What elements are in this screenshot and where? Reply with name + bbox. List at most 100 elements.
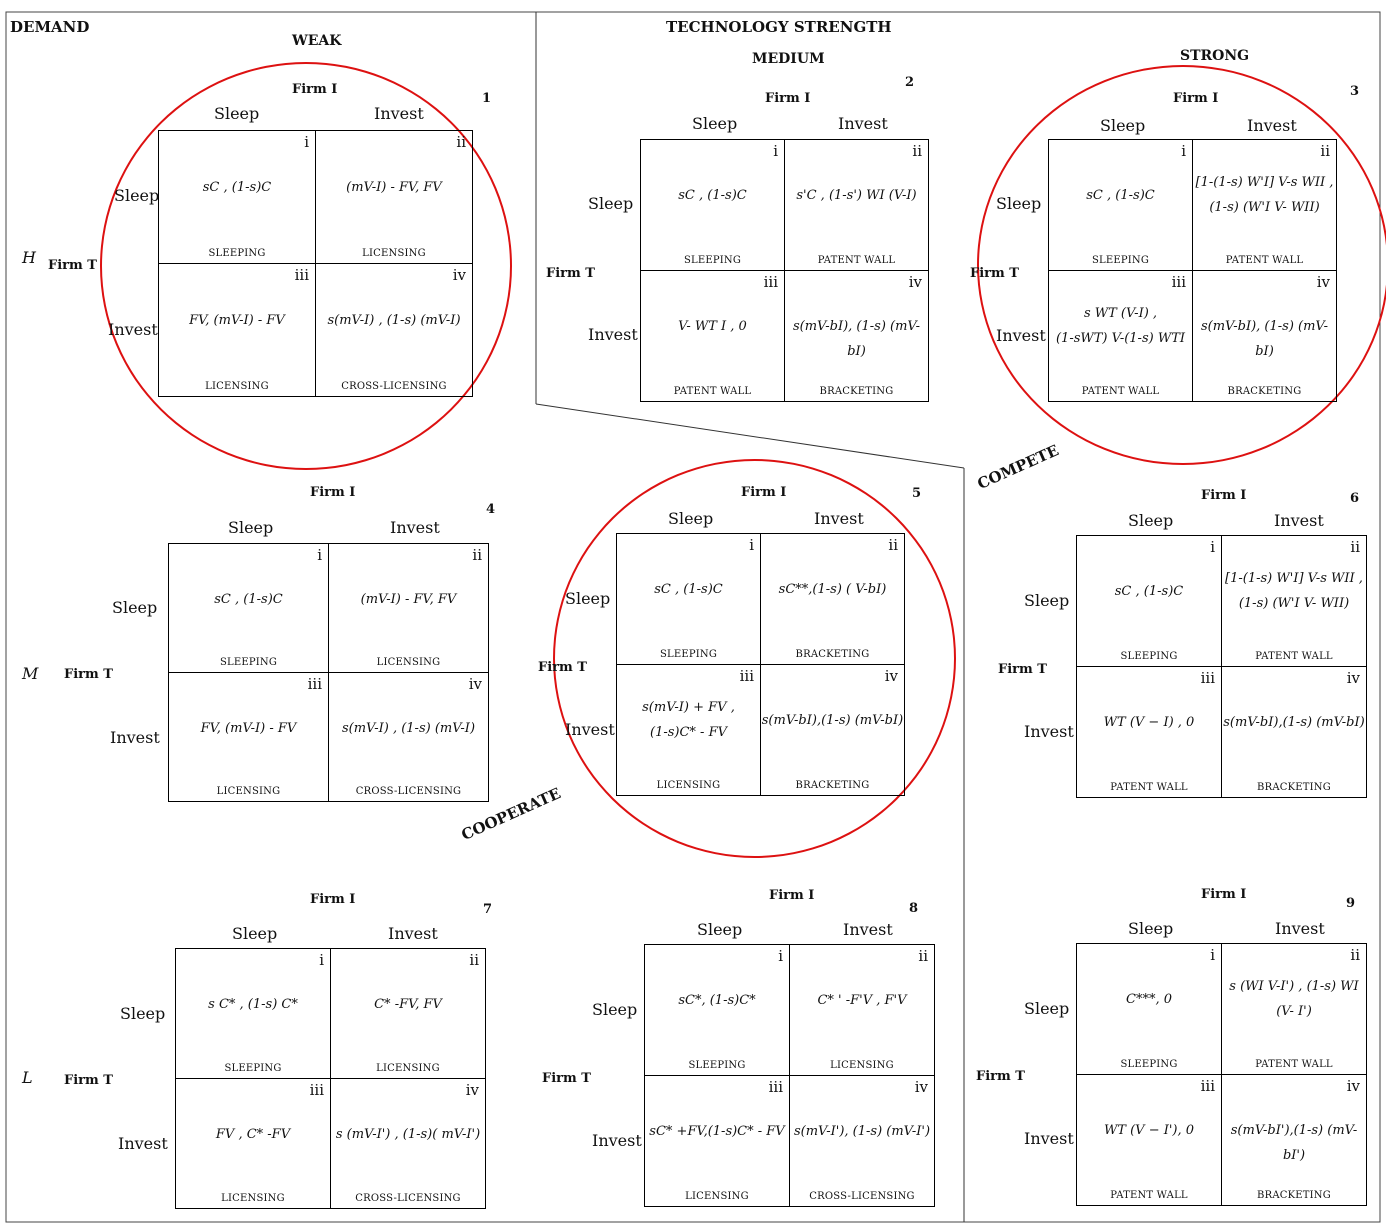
- cell-payoff: (mV-I) - FV, FV: [316, 176, 472, 201]
- cell-roman-numeral: iv: [1346, 669, 1360, 687]
- panel-number: 2: [905, 75, 915, 90]
- cell-roman-numeral: i: [304, 133, 309, 151]
- firm-i-label: Firm I: [310, 892, 356, 907]
- cell-roman-numeral: ii: [1320, 142, 1330, 160]
- cell-outcome: LICENSING: [685, 1191, 749, 1202]
- cell-payoff: WT (V − I) , 0: [1077, 711, 1221, 736]
- cell-roman-numeral: ii: [912, 142, 922, 160]
- cell-payoff: V- WT I , 0: [641, 315, 784, 340]
- row-sleep-label: Sleep: [120, 1004, 166, 1023]
- cell-outcome: LICENSING: [216, 786, 281, 797]
- cell-roman-numeral: iii: [768, 1078, 783, 1096]
- cell-outcome: CROSS-LICENSING: [355, 1193, 461, 1204]
- payoff-line: C***, 0: [1126, 992, 1172, 1008]
- cell-roman-numeral: ii: [888, 536, 898, 554]
- cell-payoff: [1-(1-s) W'I] V-s WII ,(1-s) (W'I V- WII…: [1193, 171, 1336, 220]
- highlight-circle-panel-3: [977, 65, 1386, 465]
- firm-t-label: Firm T: [970, 266, 1019, 281]
- payoff-line: s(mV-bI), (1-s) (mV-bI): [1200, 319, 1329, 359]
- firm-i-label: Firm I: [292, 82, 338, 97]
- column-invest-label: Invest: [1275, 919, 1325, 938]
- cell-payoff: WT (V − I'), 0: [1077, 1119, 1221, 1144]
- payoff-line: (mV-I) - FV, FV: [360, 591, 457, 607]
- payoff-cell: iii sC* +FV,(1-s)C* - FV LICENSING: [644, 1075, 790, 1207]
- cell-roman-numeral: i: [1181, 142, 1186, 160]
- row-sleep-label: Sleep: [588, 194, 634, 213]
- cell-payoff: s(mV-I) , (1-s) (mV-I): [329, 717, 488, 742]
- cell-roman-numeral: iii: [739, 667, 754, 685]
- strong-header: STRONG: [1180, 48, 1250, 64]
- firm-i-label: Firm I: [765, 91, 811, 106]
- cell-outcome: SLEEPING: [683, 255, 742, 266]
- cell-outcome: LICENSING: [376, 1063, 440, 1074]
- payoff-line: s (WI V-I') , (1-s) WI: [1229, 979, 1359, 995]
- cell-outcome: SLEEPING: [224, 1063, 282, 1074]
- row-sleep-label: Sleep: [996, 194, 1042, 213]
- cell-roman-numeral: iv: [908, 273, 922, 291]
- row-sleep-label: Sleep: [114, 186, 160, 205]
- column-invest-label: Invest: [843, 920, 893, 939]
- firm-i-label: Firm I: [1173, 91, 1219, 106]
- payoff-line: sC , (1-s)C: [1086, 188, 1155, 204]
- payoff-line: s C* , (1-s) C*: [208, 996, 298, 1012]
- payoff-line: s(mV-I) , (1-s) (mV-I): [327, 312, 461, 328]
- cell-payoff: s'C , (1-s') WI (V-I): [785, 184, 928, 209]
- cell-outcome: CROSS-LICENSING: [341, 381, 447, 392]
- cell-roman-numeral: iv: [1316, 273, 1330, 291]
- cell-outcome: PATENT WALL: [1081, 386, 1160, 397]
- row-invest-label: Invest: [588, 325, 638, 344]
- cell-payoff: s WT (V-I) ,(1-sWT) V-(1-s) WTI: [1049, 302, 1192, 351]
- cell-payoff: s(mV-bI'),(1-s) (mV-bI'): [1222, 1119, 1366, 1168]
- payoff-line: s(mV-I) , (1-s) (mV-I): [341, 720, 476, 736]
- firm-i-label: Firm I: [1201, 887, 1247, 902]
- cell-roman-numeral: ii: [1350, 946, 1360, 964]
- panel-number: 3: [1350, 84, 1360, 99]
- cell-payoff: (mV-I) - FV, FV: [329, 588, 488, 613]
- cell-roman-numeral: ii: [918, 947, 928, 965]
- cell-payoff: sC , (1-s)C: [159, 176, 315, 201]
- payoff-line: s(mV-I) + FV ,: [642, 700, 735, 716]
- column-invest-label: Invest: [814, 509, 864, 528]
- cell-outcome: BRACKETING: [1257, 782, 1331, 793]
- cell-outcome: BRACKETING: [1257, 1190, 1331, 1201]
- payoff-line: (1-s) (W'I V- WII): [1238, 595, 1350, 611]
- payoff-line: sC , (1-s)C: [654, 582, 723, 598]
- payoff-line: s(mV-bI), (1-s) (mV-bI): [792, 319, 921, 359]
- column-invest-label: Invest: [388, 924, 438, 943]
- row-sleep-label: Sleep: [112, 598, 158, 617]
- cell-roman-numeral: iii: [1171, 273, 1186, 291]
- payoff-line: sC**,(1-s) ( V-bI): [778, 582, 887, 598]
- row-invest-label: Invest: [1024, 722, 1074, 741]
- cell-payoff: s (WI V-I') , (1-s) WI(V- I'): [1222, 975, 1366, 1024]
- row-invest-label: Invest: [110, 728, 160, 747]
- payoff-line: C* -FV, FV: [374, 996, 442, 1012]
- cell-roman-numeral: iii: [307, 675, 322, 693]
- row-sleep-label: Sleep: [565, 589, 611, 608]
- cell-outcome: SLEEPING: [1091, 255, 1150, 266]
- cell-outcome: SLEEPING: [1120, 1059, 1178, 1070]
- column-invest-label: Invest: [838, 114, 888, 133]
- cell-outcome: PATENT WALL: [1110, 1190, 1188, 1201]
- cell-roman-numeral: iii: [294, 266, 309, 284]
- payoff-cell: ii[1-(1-s) W'I] V-s WII ,(1-s) (W'I V- W…: [1221, 535, 1367, 667]
- firm-t-label: Firm T: [48, 258, 97, 273]
- demand-m-label: M: [22, 664, 39, 683]
- payoff-line: sC* +FV,(1-s)C* - FV: [649, 1124, 785, 1140]
